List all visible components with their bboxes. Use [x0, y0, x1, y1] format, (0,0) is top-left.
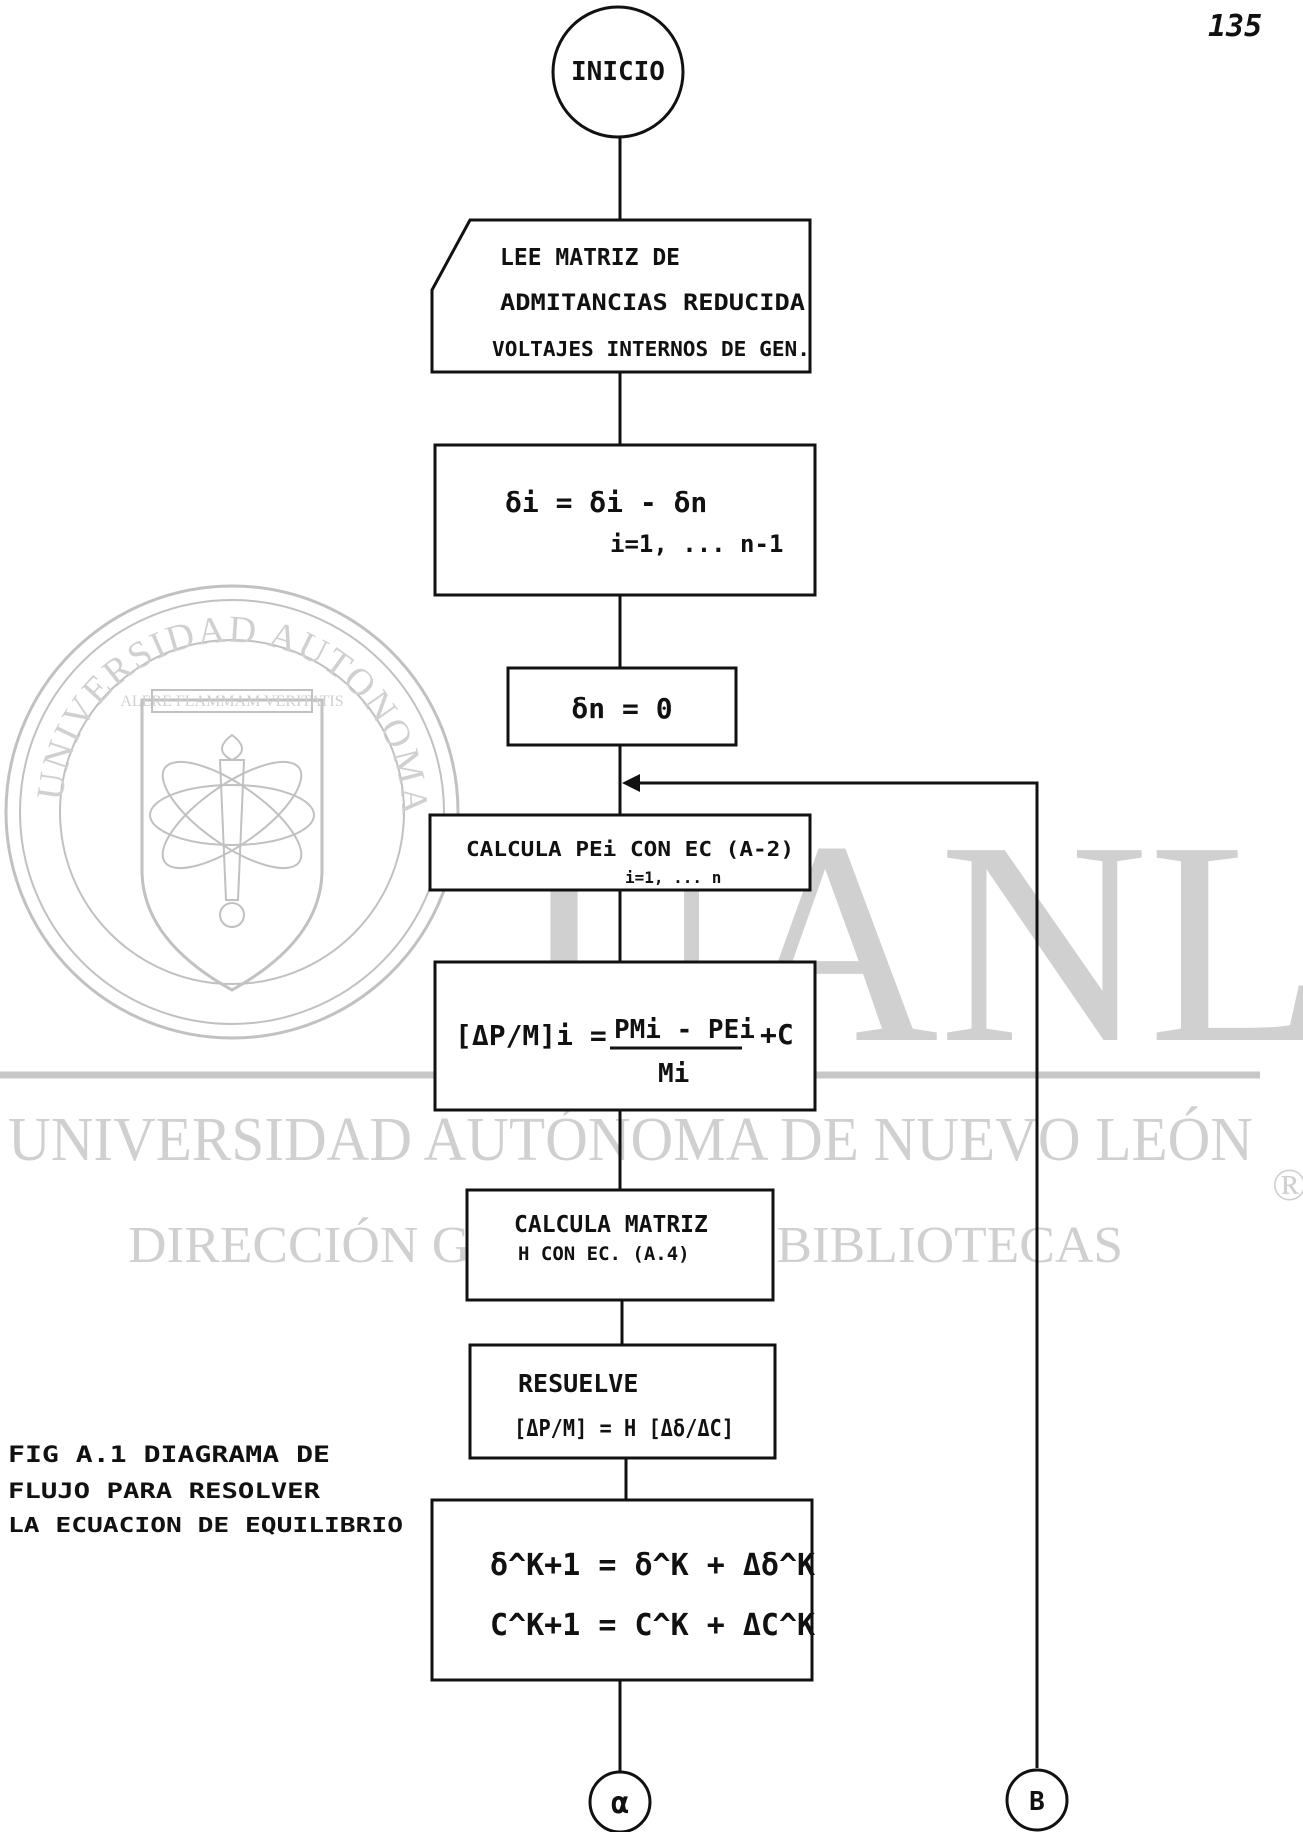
calc-h-box: CALCULA MATRIZ H CON EC. (A.4): [465, 1188, 775, 1302]
read-input-line3: VOLTAJES INTERNOS DE GEN.: [492, 337, 810, 361]
delta-n-box: δn = 0: [506, 666, 738, 747]
solve-box: RESUELVE [ΔP/M] = H [Δδ/ΔC]: [468, 1343, 777, 1460]
seal-motto: ALERE FLAMMAM VERITATIS: [120, 693, 343, 710]
watermark-registered-mark: ®: [1272, 1159, 1303, 1210]
update-line2: C^K+1 = C^K + ΔC^K: [490, 1608, 815, 1643]
caption-line1: FIG A.1 DIAGRAMA DE: [8, 1443, 330, 1468]
delta-n-label: δn = 0: [571, 692, 672, 725]
dpm-box: [ΔP/M]i = PMi - PEi Mi +C: [433, 960, 817, 1112]
connector-b: B: [1005, 1768, 1069, 1832]
dpm-lhs: [ΔP/M]i =: [455, 1019, 607, 1052]
solve-line2: [ΔP/M] = H [Δδ/ΔC]: [514, 1416, 734, 1442]
update-box: δ^K+1 = δ^K + Δδ^K C^K+1 = C^K + ΔC^K: [430, 1498, 815, 1682]
delta-shift-line2: i=1, ... n-1: [610, 530, 783, 558]
read-input-line1: LEE MATRIZ DE: [500, 245, 680, 271]
dpm-denominator: Mi: [658, 1059, 689, 1089]
calc-pe-line2: i=1, ... n: [625, 868, 721, 887]
dpm-numerator: PMi - PEi: [614, 1015, 755, 1045]
start-node: INICIO: [551, 5, 685, 139]
solve-line1: RESUELVE: [518, 1369, 638, 1398]
caption-line3: LA ECUACION DE EQUILIBRIO: [8, 1513, 403, 1537]
calc-pe-box: CALCULA PEi CON EC (A-2) i=1, ... n: [428, 813, 812, 892]
read-input-box: LEE MATRIZ DE ADMITANCIAS REDUCIDA VOLTA…: [430, 218, 812, 374]
start-label: INICIO: [571, 57, 665, 87]
update-line1: δ^K+1 = δ^K + Δδ^K: [490, 1548, 815, 1583]
calc-pe-line1: CALCULA PEi CON EC (A-2): [466, 837, 794, 861]
flow-lines: [618, 137, 1039, 1780]
loop-arrowhead: [622, 774, 640, 792]
page-number: 135: [1208, 9, 1262, 44]
caption-line2: FLUJO PARA RESOLVER: [8, 1479, 320, 1503]
read-input-line2: ADMITANCIAS REDUCIDA: [500, 291, 805, 316]
delta-shift-line1: δi = δi - δn: [505, 486, 707, 519]
connector-alpha: α: [588, 1770, 652, 1832]
watermark-university: UNIVERSIDAD AUTÓNOMA DE NUEVO LEÓN: [8, 1106, 1253, 1174]
calc-h-line2: H CON EC. (A.4): [518, 1243, 690, 1265]
university-seal: UNIVERSIDAD AUTONOMA DE NUEVO LEON ALERE…: [0, 0, 460, 1040]
dpm-tail: +C: [760, 1018, 794, 1051]
delta-shift-box: δi = δi - δn i=1, ... n-1: [433, 443, 817, 597]
figure-caption: FIG A.1 DIAGRAMA DE FLUJO PARA RESOLVER …: [8, 1443, 403, 1537]
calc-h-line1: CALCULA MATRIZ: [514, 1212, 708, 1238]
connector-alpha-label: α: [611, 1786, 629, 1821]
connector-b-label: B: [1029, 1787, 1045, 1817]
